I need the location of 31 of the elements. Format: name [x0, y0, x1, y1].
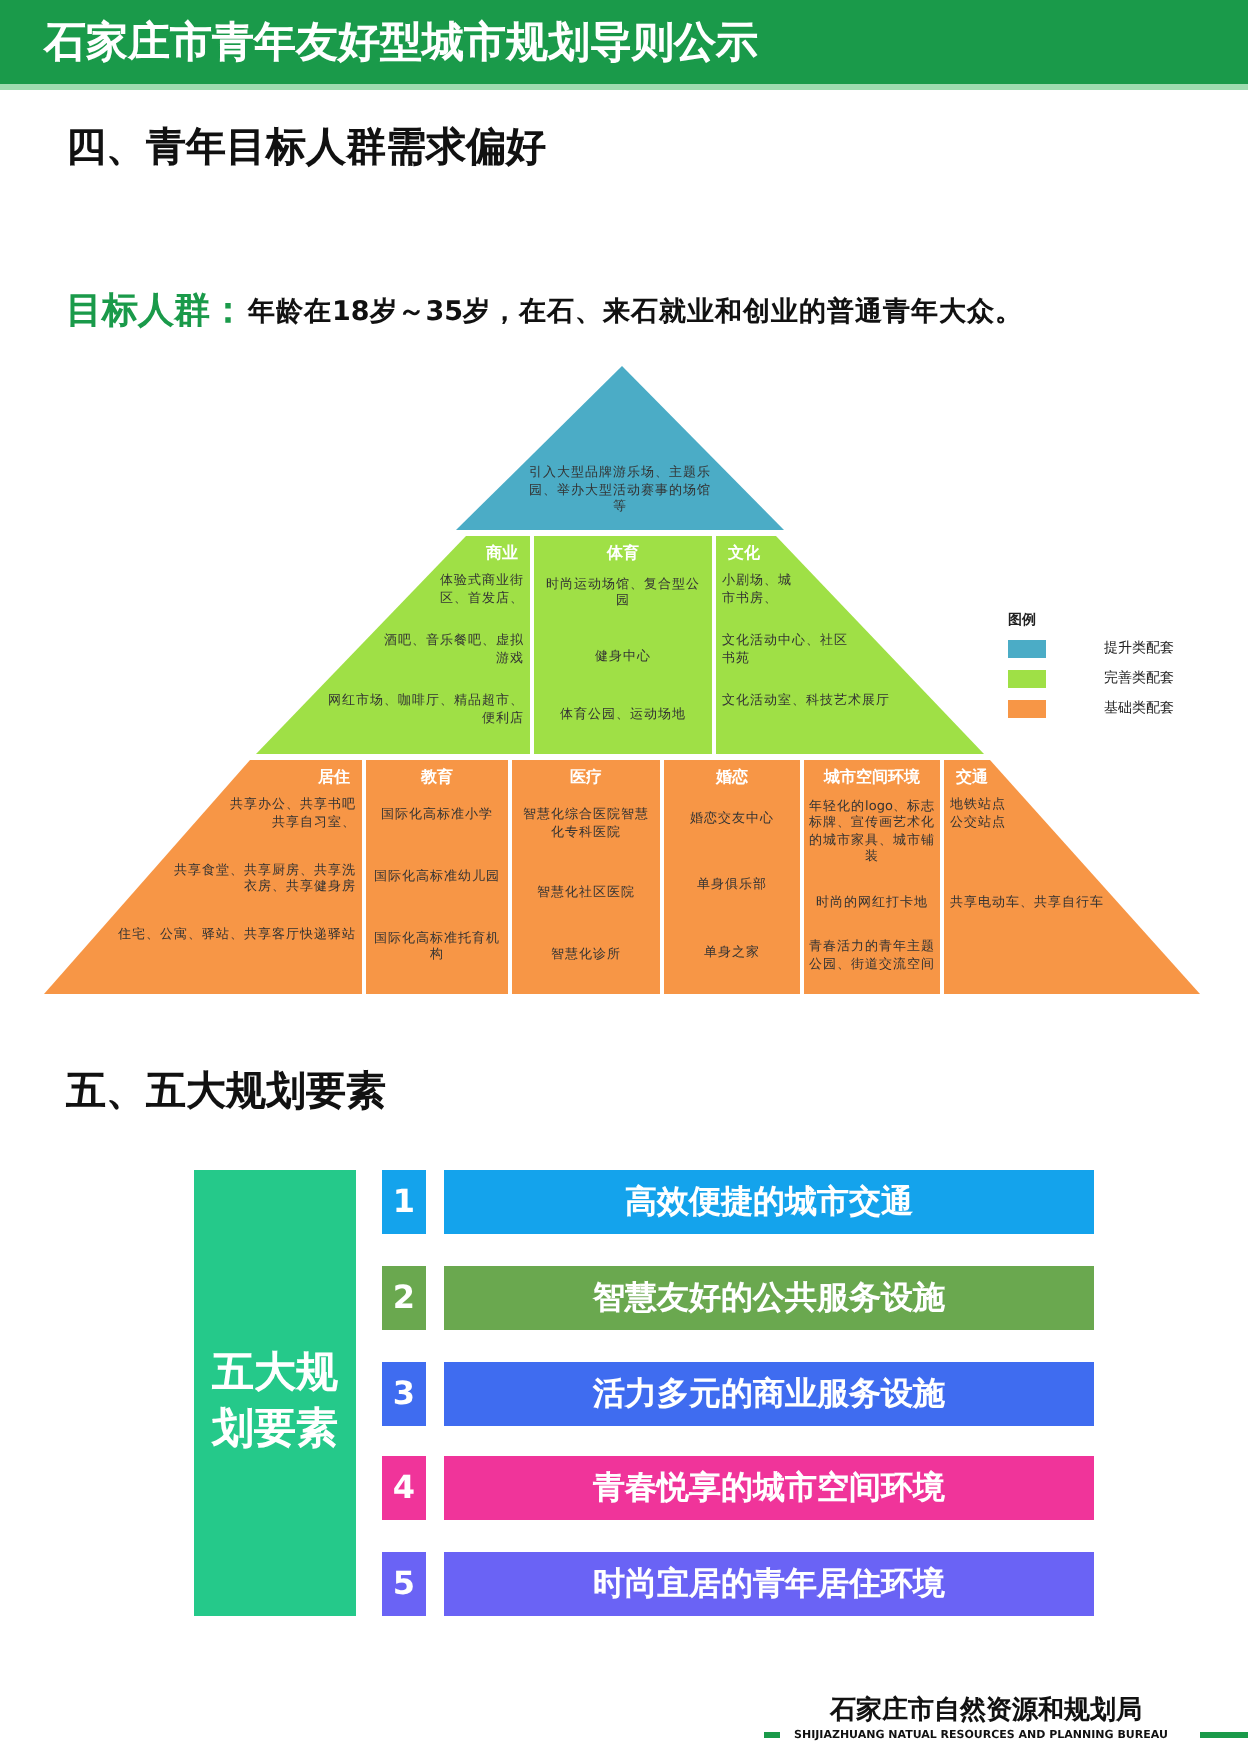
cell-heading: 婚恋	[713, 768, 750, 788]
section-heading: 五、五大规划要素	[66, 1064, 386, 1118]
element-banner: 青春悦享的城市空间环境	[444, 1456, 1094, 1521]
cell-heading: 交通	[954, 768, 990, 788]
cell-heading: 商业	[484, 544, 520, 564]
cell-heading: 文化	[726, 544, 762, 564]
cell-heading: 体育	[604, 544, 641, 564]
target-group-label: 目标人群：	[66, 288, 246, 334]
number-badge: 5	[382, 1552, 426, 1617]
target-group-text: 年龄在18岁～35岁，在石、来石就业和创业的普通青年大众。	[248, 294, 1024, 330]
element-banner: 智慧友好的公共服务设施	[444, 1265, 1094, 1330]
cell-heading: 教育	[419, 768, 455, 788]
cell-heading: 城市空间环境	[821, 768, 922, 788]
cell-heading: 医疗	[568, 768, 604, 788]
category-panel: 五大规划要素	[194, 1170, 356, 1616]
element-banner: 高效便捷的城市交通	[444, 1170, 1094, 1234]
pyramid-cell	[804, 760, 940, 994]
pyramid-cell	[512, 760, 660, 994]
pyramid-cell	[366, 760, 508, 994]
pyramid-cell	[664, 760, 800, 994]
number-badge: 4	[382, 1456, 426, 1521]
element-banner: 活力多元的商业服务设施	[444, 1361, 1094, 1426]
pyramid-cell	[534, 536, 712, 754]
cell-heading: 居住	[316, 768, 352, 788]
number-badge: 1	[382, 1170, 426, 1234]
page-title: 石家庄市青年友好型城市规划导则公示	[44, 16, 758, 70]
number-badge: 2	[382, 1265, 426, 1330]
section-heading: 四、青年目标人群需求偏好	[66, 120, 546, 174]
element-banner: 时尚宜居的青年居住环境	[444, 1552, 1094, 1617]
agency-name: 石家庄市自然资源和规划局	[830, 1693, 1142, 1728]
number-badge: 3	[382, 1361, 426, 1426]
